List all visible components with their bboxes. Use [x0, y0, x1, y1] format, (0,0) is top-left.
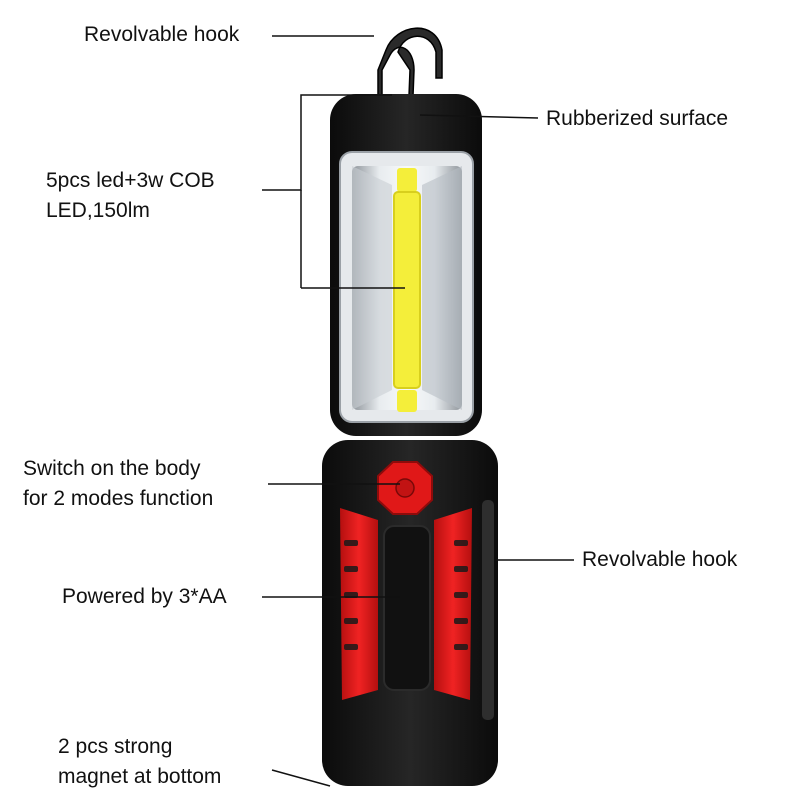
label-revolvable-hook-side: Revolvable hook [582, 548, 738, 571]
led-strip-top [397, 168, 417, 192]
label-magnet: 2 pcs strong magnet at bottom [58, 735, 222, 788]
led-strip-bottom [397, 390, 417, 412]
label-revolvable-hook-top: Revolvable hook [84, 23, 240, 46]
label-switch: Switch on the body for 2 modes function [23, 457, 214, 510]
left-red-grip [340, 508, 378, 700]
leader-lines [262, 35, 574, 787]
label-rubberized-surface: Rubberized surface [546, 107, 729, 130]
side-hook-bar [482, 500, 494, 720]
right-red-grip [434, 508, 472, 700]
label-leds: 5pcs led+3w COB LED,150lm [46, 169, 215, 222]
hook-icon [377, 27, 443, 101]
cob-led-strip [393, 191, 421, 389]
label-powered: Powered by 3*AA [62, 585, 227, 608]
battery-cover [383, 525, 431, 691]
